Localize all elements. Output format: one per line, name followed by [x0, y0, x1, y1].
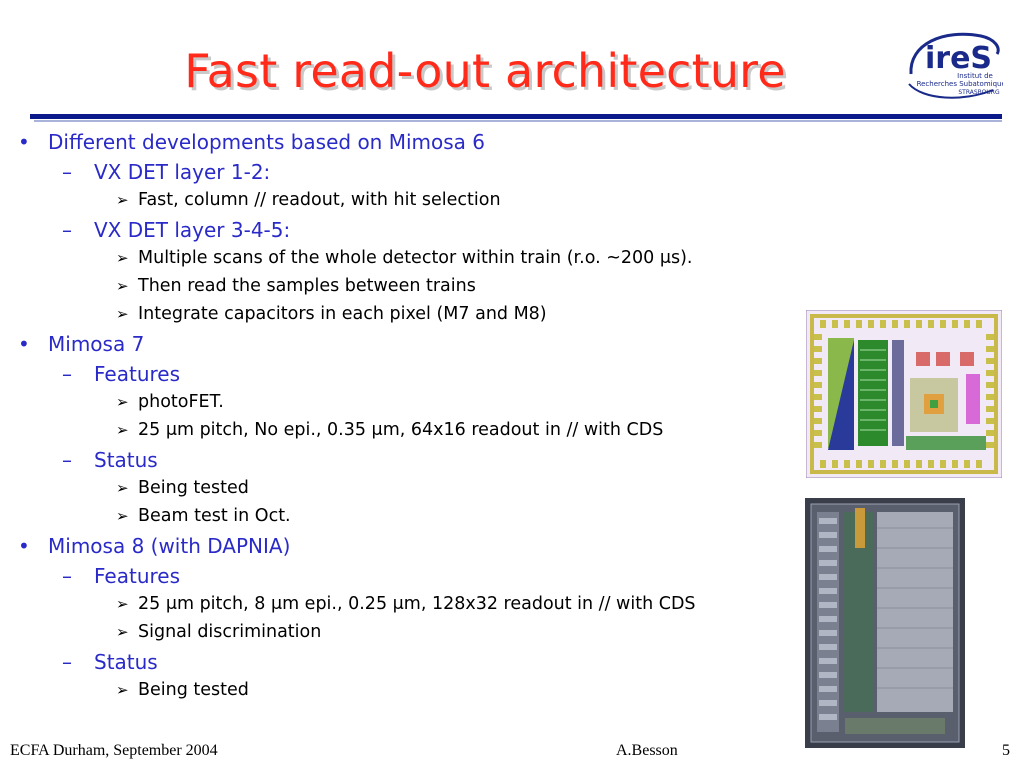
- logo-line-2: Recherches Subatomiques: [917, 80, 1003, 88]
- bullet-item: ➢ 25 μm pitch, No epi., 0.35 μm, 64x16 r…: [116, 420, 664, 440]
- bullet-text: Features: [94, 564, 180, 588]
- title-underline-shadow: [34, 120, 1002, 122]
- bullet-text: Mimosa 7: [48, 332, 145, 356]
- bullet-item: ➢ 25 μm pitch, 8 μm epi., 0.25 μm, 128x3…: [116, 594, 696, 614]
- bullet-text: 25 μm pitch, 8 μm epi., 0.25 μm, 128x32 …: [138, 594, 696, 614]
- bullet-marker: ➢: [116, 393, 129, 411]
- logo-line-3: STRASBOURG: [958, 89, 1000, 96]
- mimosa8-chip-layout-image: [805, 498, 965, 748]
- bullet-marker: –: [62, 448, 72, 472]
- bullet-item: – Status: [62, 650, 158, 674]
- page-number: 5: [1002, 742, 1010, 759]
- bullet-marker: •: [18, 130, 30, 154]
- bullet-marker: ➢: [116, 595, 129, 613]
- bullet-item: – Features: [62, 362, 180, 386]
- bullet-marker: ➢: [116, 623, 129, 641]
- bullet-item: ➢ Multiple scans of the whole detector w…: [116, 248, 693, 268]
- bullet-marker: ➢: [116, 681, 129, 699]
- bullet-marker: –: [62, 650, 72, 674]
- bullet-marker: ➢: [116, 191, 129, 209]
- bullet-marker: –: [62, 362, 72, 386]
- footer-author: A.Besson: [616, 742, 678, 759]
- bullet-marker: ➢: [116, 479, 129, 497]
- bullet-marker: •: [18, 332, 30, 356]
- bullet-text: Being tested: [138, 680, 249, 700]
- title-underline: [30, 114, 1002, 119]
- bullet-text: Then read the samples between trains: [138, 276, 476, 296]
- bullet-text: Status: [94, 448, 158, 472]
- bullet-item: ➢ Beam test in Oct.: [116, 506, 291, 526]
- bullet-item: ➢ Being tested: [116, 478, 249, 498]
- bullet-text: Beam test in Oct.: [138, 506, 291, 526]
- bullet-item: • Mimosa 8 (with DAPNIA): [18, 534, 291, 558]
- bullet-item: – Status: [62, 448, 158, 472]
- bullet-marker: ➢: [116, 421, 129, 439]
- bullet-marker: ➢: [116, 507, 129, 525]
- bullet-item: • Mimosa 7: [18, 332, 145, 356]
- bullet-marker: –: [62, 160, 72, 184]
- logo-line-1: Institut de: [957, 72, 993, 80]
- bullet-item: ➢ photoFET.: [116, 392, 224, 412]
- bullet-text: Multiple scans of the whole detector wit…: [138, 248, 693, 268]
- bullet-item: ➢ Integrate capacitors in each pixel (M7…: [116, 304, 547, 324]
- bullet-text: Integrate capacitors in each pixel (M7 a…: [138, 304, 547, 324]
- bullet-marker: ➢: [116, 277, 129, 295]
- bullet-text: Signal discrimination: [138, 622, 322, 642]
- bullet-marker: •: [18, 534, 30, 558]
- bullet-item: • Different developments based on Mimosa…: [18, 130, 486, 154]
- bullet-text: Mimosa 8 (with DAPNIA): [48, 534, 291, 558]
- bullet-marker: –: [62, 564, 72, 588]
- bullet-text: photoFET.: [138, 392, 224, 412]
- logo-mark: ireS: [925, 41, 992, 76]
- bullet-item: ➢ Fast, column // readout, with hit sele…: [116, 190, 501, 210]
- bullet-item: ➢ Signal discrimination: [116, 622, 322, 642]
- bullet-text: VX DET layer 3-4-5:: [94, 218, 291, 242]
- bullet-item: – Features: [62, 564, 180, 588]
- bullet-text: Fast, column // readout, with hit select…: [138, 190, 501, 210]
- bullet-item: ➢ Then read the samples between trains: [116, 276, 476, 296]
- bullet-item: ➢ Being tested: [116, 680, 249, 700]
- bullet-marker: ➢: [116, 305, 129, 323]
- bullet-text: 25 μm pitch, No epi., 0.35 μm, 64x16 rea…: [138, 420, 664, 440]
- bullet-item: – VX DET layer 1-2:: [62, 160, 271, 184]
- bullet-item: – VX DET layer 3-4-5:: [62, 218, 291, 242]
- bullet-text: VX DET layer 1-2:: [94, 160, 271, 184]
- bullet-text: Being tested: [138, 478, 249, 498]
- ires-logo: ireS Institut de Recherches Subatomiques…: [908, 32, 1003, 99]
- bullet-text: Different developments based on Mimosa 6: [48, 130, 486, 154]
- bullet-text: Features: [94, 362, 180, 386]
- bullet-marker: ➢: [116, 249, 129, 267]
- mimosa7-chip-layout-image: [806, 310, 1002, 478]
- bullet-marker: –: [62, 218, 72, 242]
- bullet-text: Status: [94, 650, 158, 674]
- slide-title: Fast read-out architecture: [184, 44, 786, 98]
- footer-left: ECFA Durham, September 2004: [10, 742, 218, 759]
